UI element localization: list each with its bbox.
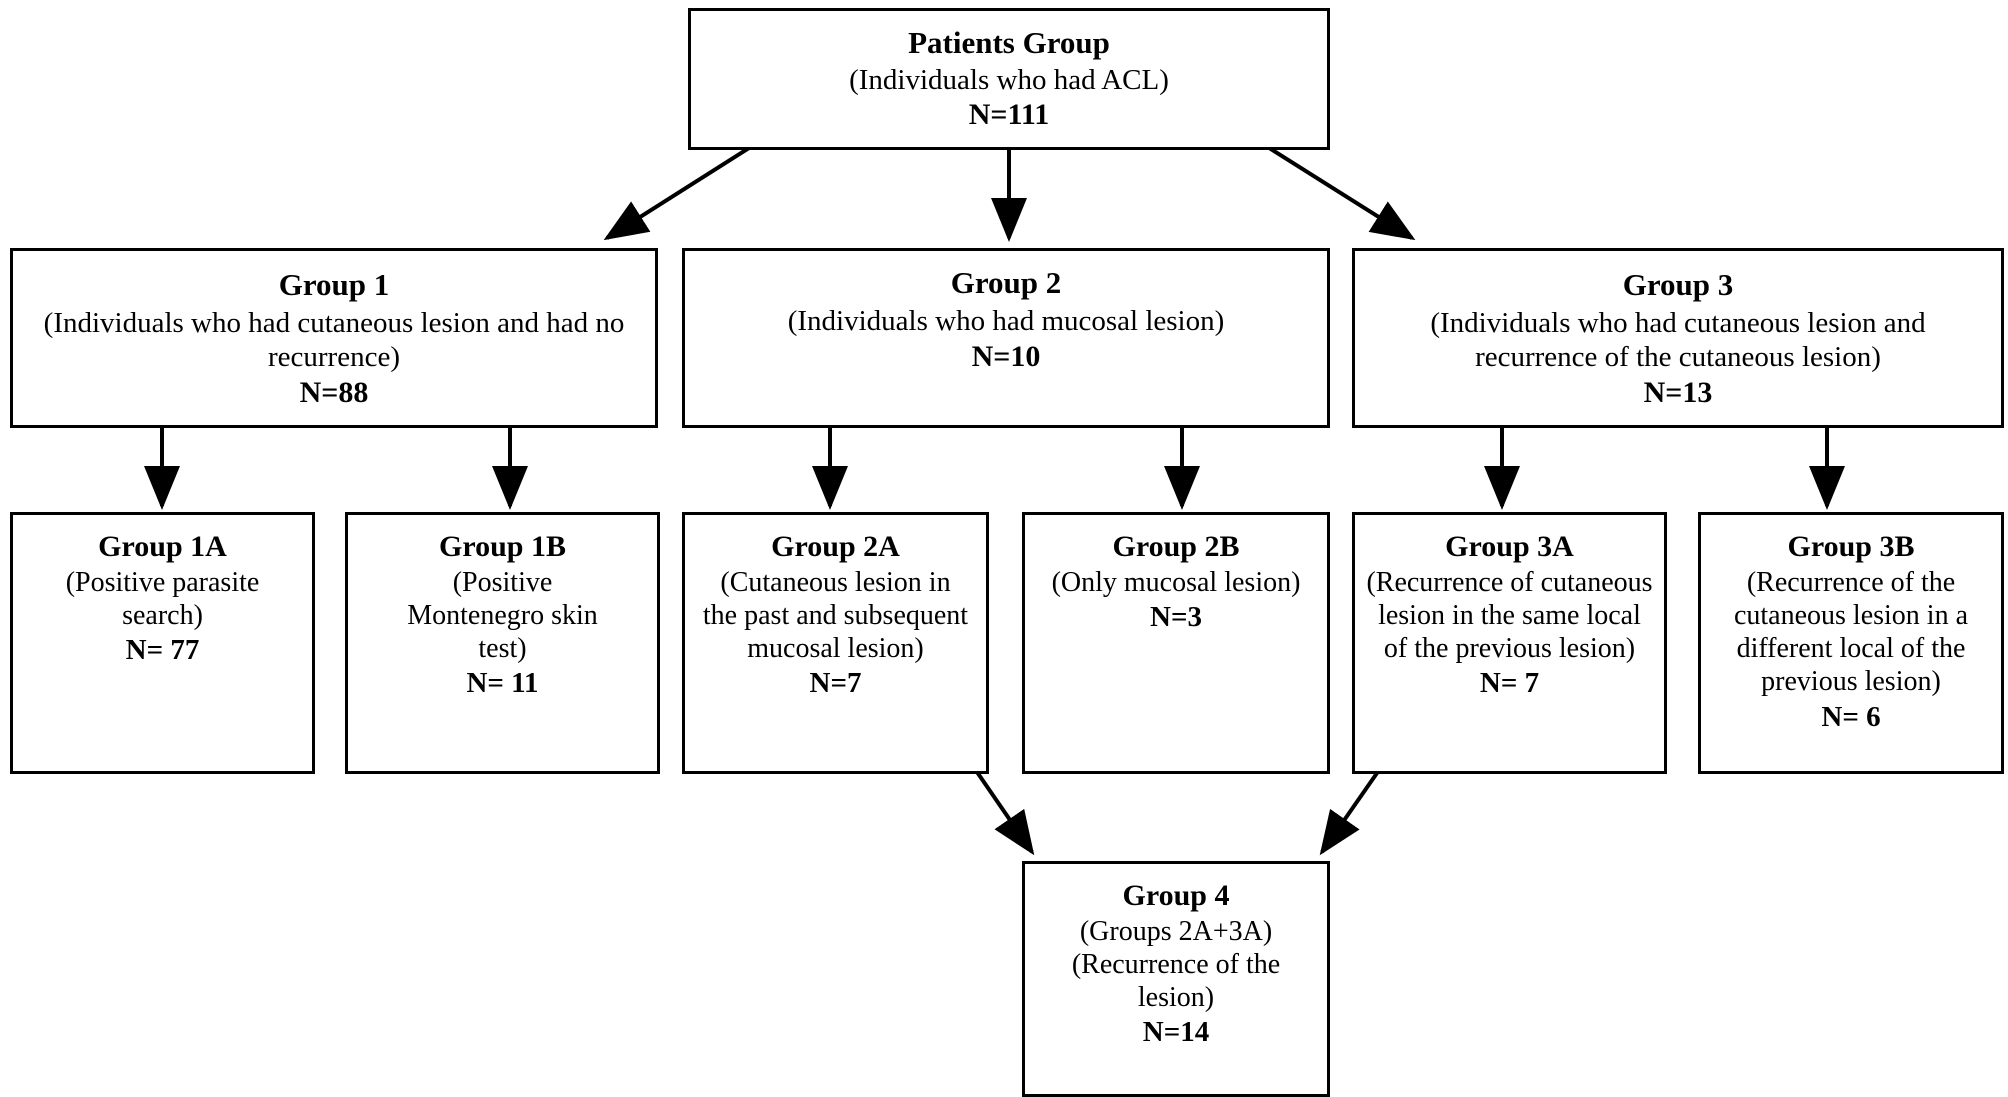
- group-2-count: N=10: [971, 339, 1041, 373]
- group-3a-title: Group 3A: [1445, 530, 1574, 563]
- group-1a-count: N= 77: [125, 634, 200, 667]
- patients-group-title: Patients Group: [908, 25, 1110, 60]
- group-4-count: N=14: [1142, 1016, 1210, 1049]
- node-group-3b[interactable]: Group 3B (Recurrence of the cutaneous le…: [1698, 512, 2004, 774]
- group-3b-description: (Recurrence of the cutaneous lesion in a…: [1733, 567, 1969, 698]
- patients-group-description: (Individuals who had ACL): [849, 63, 1169, 96]
- group-2-description: (Individuals who had mucosal lesion): [787, 304, 1225, 337]
- group-2a-count: N=7: [809, 667, 862, 700]
- group-1-description: (Individuals who had cutaneous lesion an…: [43, 306, 625, 374]
- group-3b-title: Group 3B: [1787, 530, 1915, 563]
- group-3-description: (Individuals who had cutaneous lesion an…: [1430, 306, 1926, 374]
- node-group-1[interactable]: Group 1 (Individuals who had cutaneous l…: [10, 248, 658, 428]
- node-group-1a[interactable]: Group 1A (Positive parasite search) N= 7…: [10, 512, 315, 774]
- group-4-description-line2: (Recurrence of the lesion): [1071, 949, 1281, 1014]
- group-1b-count: N= 11: [466, 667, 539, 700]
- group-1a-description: (Positive parasite search): [65, 567, 260, 632]
- group-2b-description: (Only mucosal lesion): [1051, 567, 1301, 599]
- node-group-2a[interactable]: Group 2A (Cutaneous lesion in the past a…: [682, 512, 989, 774]
- group-3-count: N=13: [1643, 376, 1713, 410]
- group-1-title: Group 1: [278, 267, 390, 303]
- node-group-1b[interactable]: Group 1B (Positive Montenegro skin test)…: [345, 512, 660, 774]
- group-4-description-line1: (Groups 2A+3A): [1079, 916, 1273, 948]
- group-2a-description: (Cutaneous lesion in the past and subseq…: [702, 567, 969, 665]
- group-2b-title: Group 2B: [1112, 530, 1240, 563]
- node-group-2[interactable]: Group 2 (Individuals who had mucosal les…: [682, 248, 1330, 428]
- node-patients-group[interactable]: Patients Group (Individuals who had ACL)…: [688, 8, 1330, 150]
- group-3b-count: N= 6: [1821, 700, 1881, 733]
- node-group-4[interactable]: Group 4 (Groups 2A+3A) (Recurrence of th…: [1022, 861, 1330, 1097]
- group-2-title: Group 2: [950, 265, 1062, 300]
- group-3a-count: N= 7: [1479, 667, 1540, 700]
- node-group-3a[interactable]: Group 3A (Recurrence of cutaneous lesion…: [1352, 512, 1667, 774]
- patients-group-count: N=111: [968, 97, 1050, 131]
- group-2b-count: N=3: [1150, 601, 1202, 634]
- node-group-3[interactable]: Group 3 (Individuals who had cutaneous l…: [1352, 248, 2004, 428]
- group-2a-title: Group 2A: [771, 530, 900, 563]
- group-1b-title: Group 1B: [439, 530, 566, 563]
- group-1a-title: Group 1A: [98, 530, 227, 563]
- group-4-title: Group 4: [1122, 879, 1230, 912]
- node-group-2b[interactable]: Group 2B (Only mucosal lesion) N=3: [1022, 512, 1330, 774]
- group-1b-description: (Positive Montenegro skin test): [407, 567, 598, 665]
- group-3a-description: (Recurrence of cutaneous lesion in the s…: [1366, 567, 1653, 665]
- group-1-count: N=88: [299, 376, 369, 410]
- group-3-title: Group 3: [1622, 267, 1734, 303]
